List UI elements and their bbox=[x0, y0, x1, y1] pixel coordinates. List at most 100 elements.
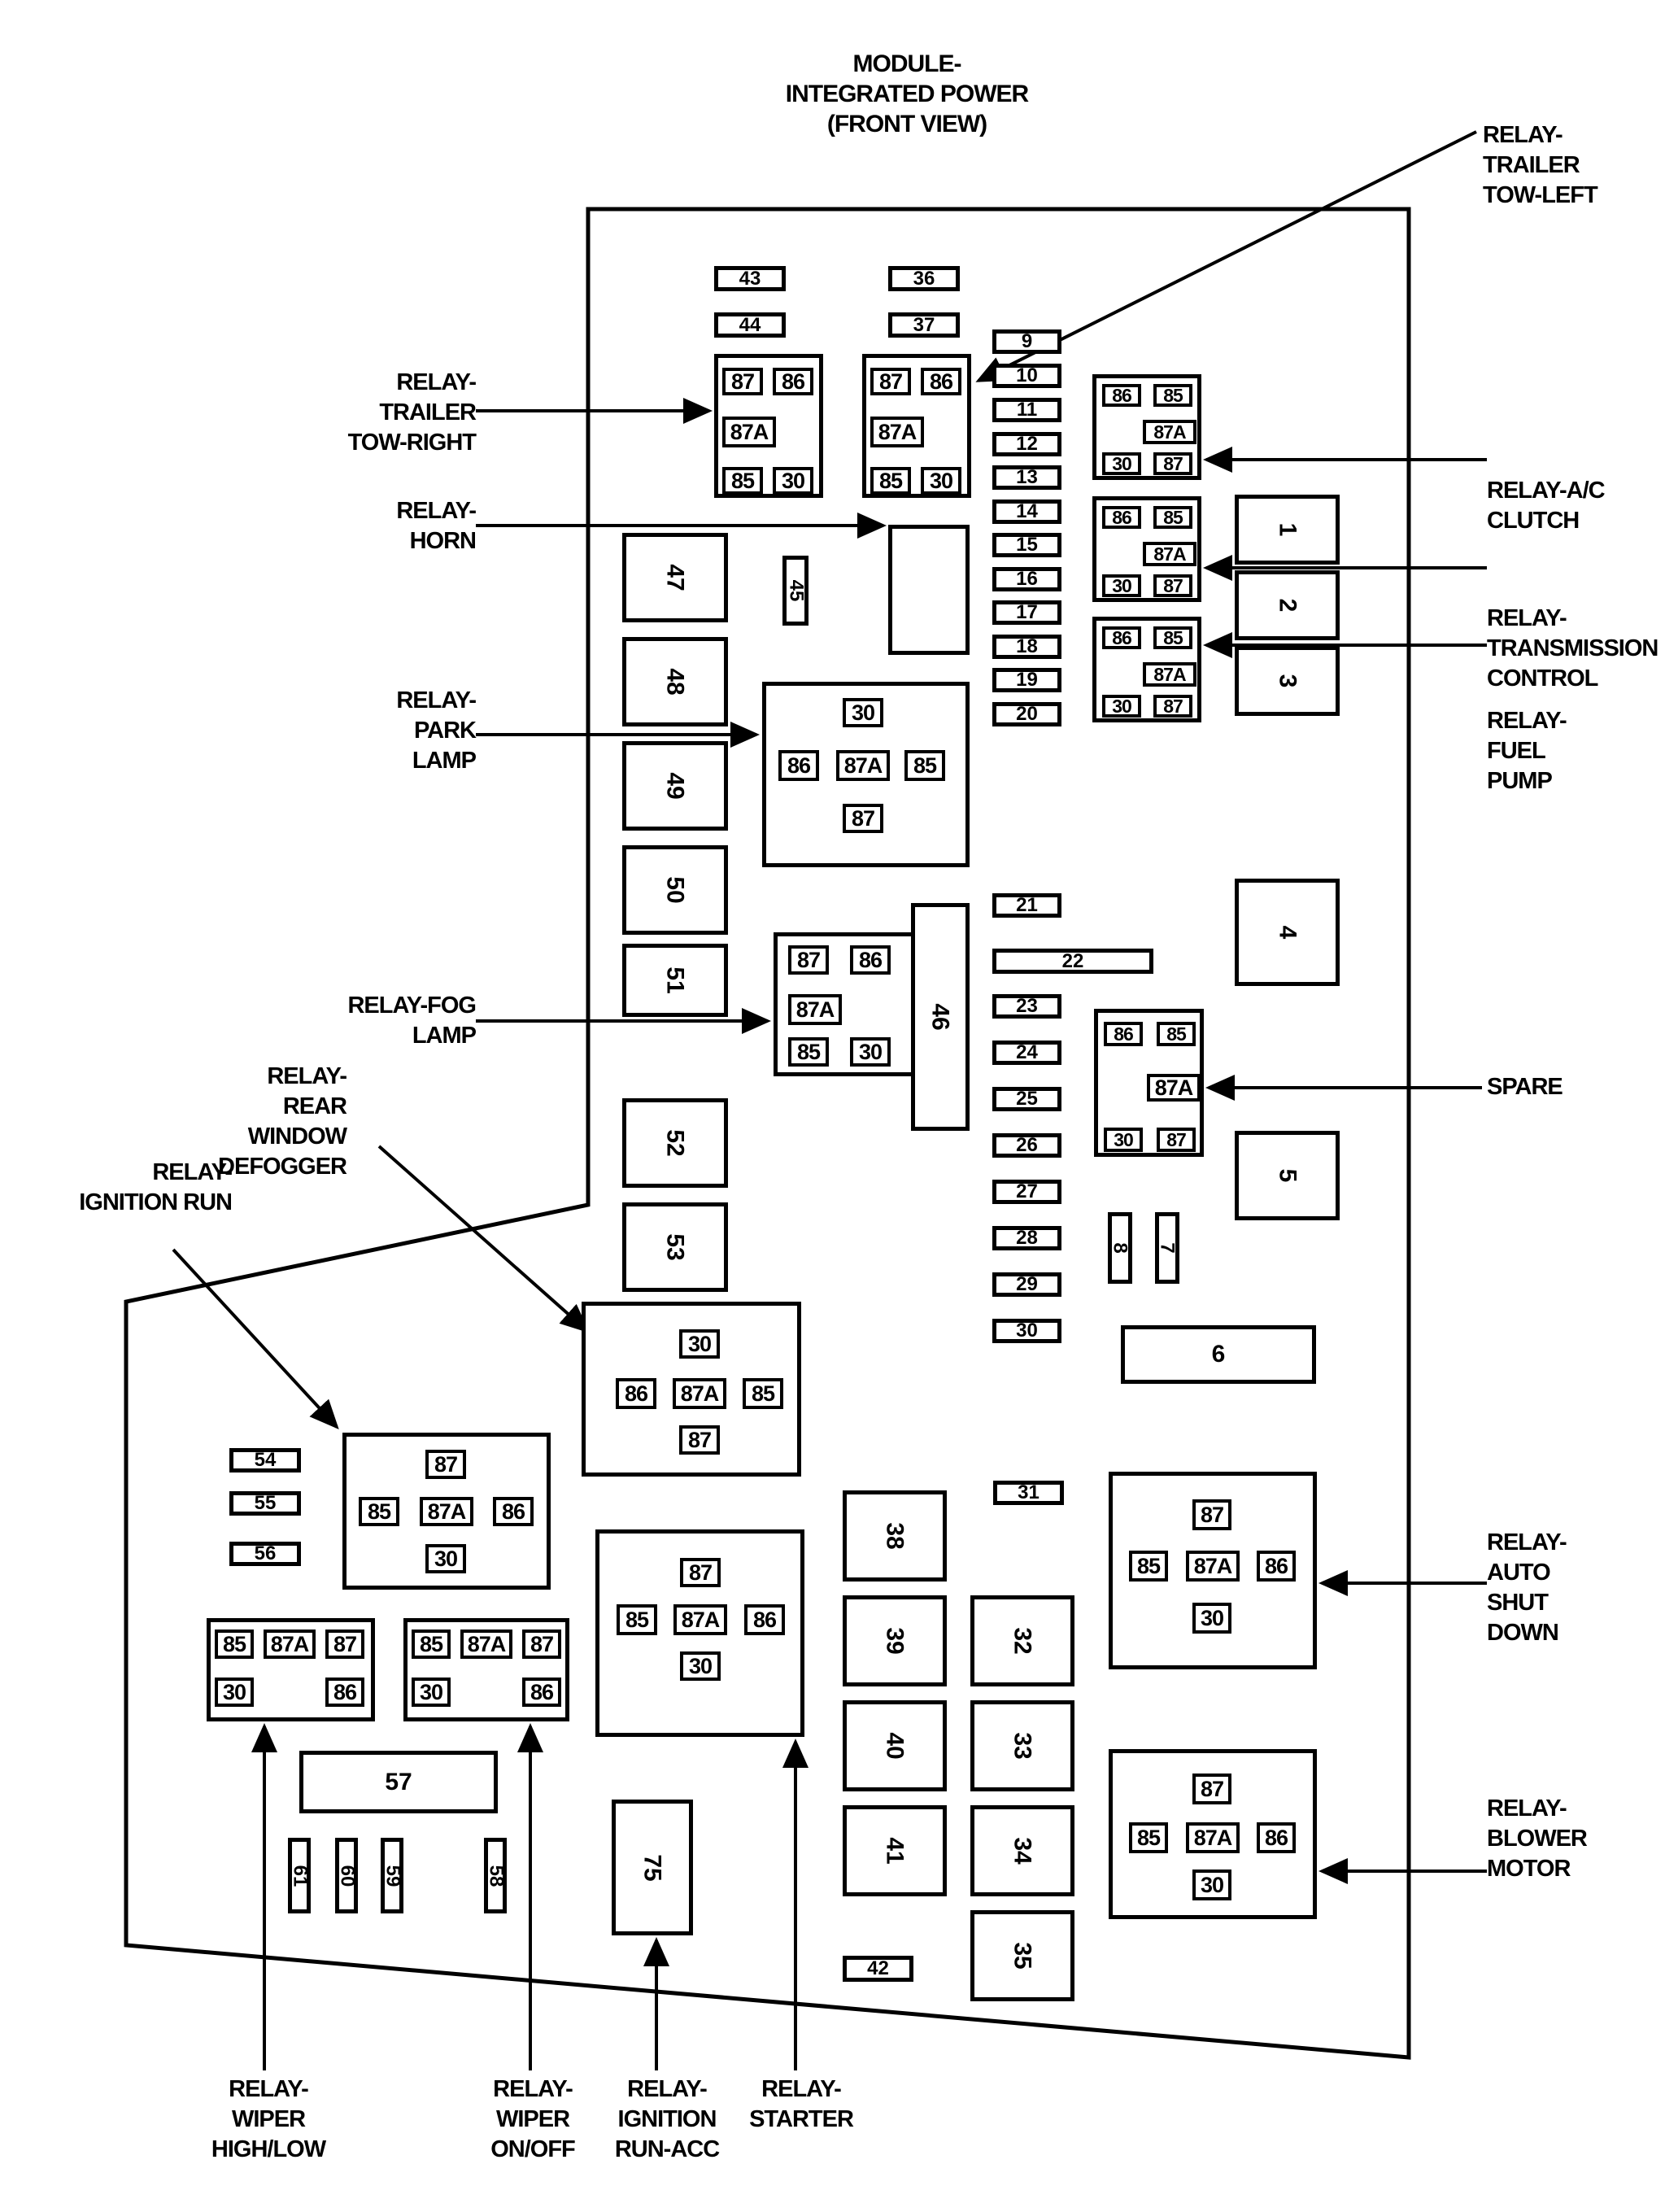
relay-wiper-on-off-pin-87A: 87A bbox=[460, 1630, 512, 1659]
fuse-57: 57 bbox=[299, 1751, 498, 1813]
fuse-54: 54 bbox=[229, 1448, 301, 1472]
relay-blower-motor-pin-86: 86 bbox=[1257, 1822, 1296, 1853]
fuse-26: 26 bbox=[992, 1133, 1061, 1158]
fuse-49: 49 bbox=[622, 741, 728, 831]
fuse-number: 55 bbox=[254, 1492, 277, 1514]
relay-ac-clutch-pin-30: 30 bbox=[1102, 452, 1141, 475]
fuse-8: 8 bbox=[1108, 1212, 1132, 1284]
relay-auto-shut-down-pin-30: 30 bbox=[1192, 1603, 1231, 1634]
relay-wiper-high-low-pin-87A: 87A bbox=[264, 1630, 316, 1659]
fuse-number: 46 bbox=[927, 1003, 954, 1031]
fuse-50: 50 bbox=[622, 845, 728, 935]
relay-fuel-pump-pin-86: 86 bbox=[1102, 626, 1141, 649]
relay-ac-clutch-pin-85: 85 bbox=[1153, 384, 1192, 407]
fuse-42: 42 bbox=[843, 1956, 913, 1982]
label-relay-fog-lamp: RELAY-FOG LAMP bbox=[347, 993, 477, 1049]
fuse-number: 60 bbox=[336, 1865, 359, 1887]
fuse-number: 37 bbox=[913, 313, 935, 336]
relay-ac-clutch-pin-87: 87 bbox=[1153, 452, 1192, 475]
fuse-number: 15 bbox=[1016, 534, 1038, 556]
label-relay-ignition-run-acc: RELAY- IGNITION RUN-ACC bbox=[614, 2076, 720, 2162]
fuse-number: 24 bbox=[1016, 1041, 1038, 1063]
fuse-number: 21 bbox=[1016, 894, 1038, 916]
fuse-number: 34 bbox=[1009, 1837, 1036, 1865]
fuse-59: 59 bbox=[381, 1838, 403, 1913]
relay-ignition-run-pin-30: 30 bbox=[425, 1544, 466, 1573]
relay-wiper-high-low-pin-86: 86 bbox=[325, 1678, 364, 1707]
fuse-number: 5 bbox=[1274, 1168, 1301, 1183]
relay-trailer-tow-right-pin-87A: 87A bbox=[722, 417, 776, 447]
fuse-number: 53 bbox=[662, 1233, 689, 1261]
fuse-5: 5 bbox=[1235, 1131, 1340, 1220]
fuse-35: 35 bbox=[970, 1910, 1074, 2001]
fuse-36: 36 bbox=[888, 266, 960, 291]
fuse-number: 47 bbox=[662, 564, 689, 591]
relay-park-lamp-pin-86: 86 bbox=[778, 750, 819, 781]
relay-blower-motor-pin-87A: 87A bbox=[1186, 1822, 1240, 1853]
fuse-47: 47 bbox=[622, 533, 728, 622]
fuse-number: 32 bbox=[1009, 1627, 1036, 1655]
page-title: MODULE- INTEGRATED POWER (FRONT VIEW) bbox=[785, 50, 1029, 137]
label-relay-ac-clutch: RELAY-A/C CLUTCH bbox=[1487, 478, 1606, 534]
fuse-75: 75 bbox=[612, 1800, 693, 1935]
fuse-number: 31 bbox=[1018, 1481, 1040, 1503]
relay-park-lamp-pin-30: 30 bbox=[843, 698, 883, 727]
fuse-number: 16 bbox=[1016, 568, 1038, 590]
relay-rear-window-defogger-pin-86: 86 bbox=[616, 1378, 656, 1409]
relay-wiper-high-low-pin-30: 30 bbox=[215, 1678, 254, 1707]
fuse-number: 26 bbox=[1016, 1134, 1038, 1156]
fuse-number: 75 bbox=[639, 1853, 666, 1882]
fuse-number: 57 bbox=[385, 1768, 412, 1795]
relay-horn-box bbox=[888, 525, 970, 655]
relay-trailer-tow-right-pin-85: 85 bbox=[722, 467, 763, 495]
relay-wiper-high-low-pin-87: 87 bbox=[325, 1630, 364, 1659]
fuse-19: 19 bbox=[992, 668, 1061, 692]
fuse-number: 50 bbox=[662, 876, 689, 904]
relay-starter-pin-86: 86 bbox=[744, 1604, 785, 1635]
relay-rear-window-defogger-pin-30: 30 bbox=[679, 1329, 720, 1359]
fuse-number: 19 bbox=[1016, 669, 1038, 691]
label-relay-auto-shut-down: RELAY- AUTO SHUT DOWN bbox=[1487, 1529, 1567, 1646]
fuse-25: 25 bbox=[992, 1087, 1061, 1111]
relay-auto-shut-down-pin-87A: 87A bbox=[1186, 1551, 1240, 1582]
fuse-37: 37 bbox=[888, 312, 960, 338]
fuse-46: 46 bbox=[911, 903, 970, 1131]
relay-fuel-pump-pin-85: 85 bbox=[1153, 626, 1192, 649]
fuse-34: 34 bbox=[970, 1805, 1074, 1896]
fuse-2: 2 bbox=[1235, 570, 1340, 640]
fuse-number: 51 bbox=[662, 966, 689, 994]
relay-spare-pin-87: 87 bbox=[1157, 1128, 1196, 1152]
fuse-number: 36 bbox=[913, 267, 935, 290]
relay-ignition-run-pin-87A: 87A bbox=[420, 1497, 473, 1526]
fuse-11: 11 bbox=[992, 398, 1061, 422]
fuse-number: 4 bbox=[1274, 925, 1301, 940]
fuse-number: 61 bbox=[289, 1865, 312, 1887]
fuse-number: 40 bbox=[882, 1732, 909, 1760]
fuse-number: 9 bbox=[1021, 330, 1033, 352]
fuse-number: 49 bbox=[662, 772, 689, 800]
relay-trailer-tow-left-pin-30: 30 bbox=[921, 467, 961, 495]
module-outline bbox=[124, 207, 1411, 2060]
relay-trailer-tow-left-pin-86: 86 bbox=[921, 368, 961, 395]
relay-auto-shut-down-pin-85: 85 bbox=[1129, 1551, 1168, 1582]
relay-park-lamp-pin-85: 85 bbox=[904, 750, 945, 781]
fuse-number: 41 bbox=[882, 1837, 909, 1865]
fuse-31: 31 bbox=[993, 1481, 1064, 1505]
label-relay-ignition-run: RELAY- IGNITION RUN bbox=[79, 1159, 233, 1215]
label-relay-park-lamp: RELAY- PARK LAMP bbox=[396, 687, 477, 774]
fuse-51: 51 bbox=[622, 944, 728, 1017]
fuse-number: 54 bbox=[254, 1449, 277, 1471]
fuse-number: 30 bbox=[1016, 1320, 1038, 1342]
fuse-number: 7 bbox=[1156, 1242, 1179, 1254]
label-relay-horn: RELAY- HORN bbox=[396, 498, 477, 554]
relay-blower-motor-pin-30: 30 bbox=[1192, 1870, 1231, 1900]
relay-transmission-control-pin-85: 85 bbox=[1153, 506, 1192, 529]
label-relay-starter: RELAY- STARTER bbox=[749, 2076, 854, 2132]
relay-ac-clutch-pin-87A: 87A bbox=[1143, 420, 1196, 444]
arrow-rear-window-defogger bbox=[377, 1145, 590, 1333]
fuse-number: 56 bbox=[254, 1542, 277, 1564]
relay-park-lamp-pin-87A: 87A bbox=[836, 750, 890, 781]
fuse-48: 48 bbox=[622, 637, 728, 726]
relay-park-lamp-pin-87: 87 bbox=[843, 804, 883, 833]
